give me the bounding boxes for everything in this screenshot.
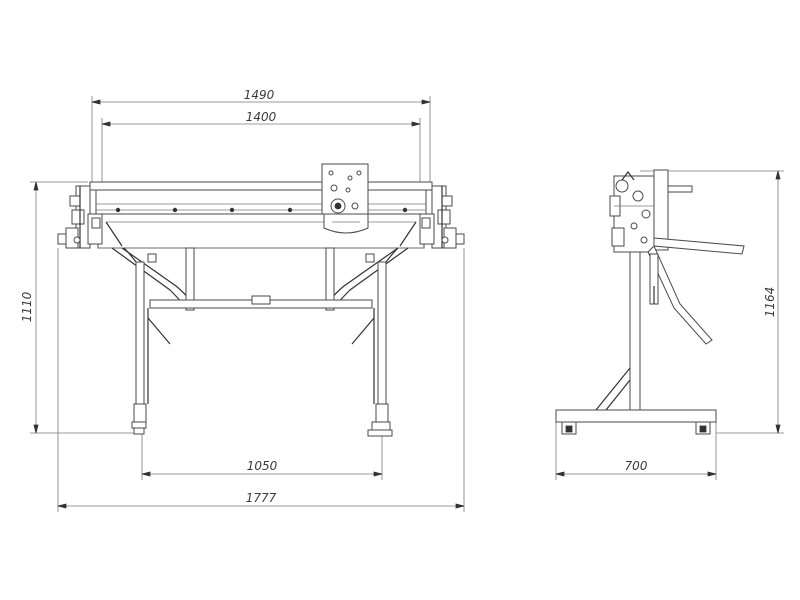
dim-label-1777: 1777 bbox=[246, 491, 277, 505]
dimension-700: 700 bbox=[555, 420, 717, 480]
side-base bbox=[555, 409, 717, 423]
dim-label-1110: 1110 bbox=[20, 291, 34, 322]
dimension-1777: 1777 bbox=[57, 248, 465, 512]
dimension-1400: 1400 bbox=[101, 110, 421, 182]
side-handle bbox=[647, 237, 745, 345]
front-frame bbox=[111, 247, 409, 437]
dim-label-1050: 1050 bbox=[247, 459, 278, 473]
right-end-mechanism bbox=[419, 185, 465, 249]
dimension-1164: 1164 bbox=[640, 170, 784, 434]
dim-label-1490: 1490 bbox=[244, 88, 275, 102]
dimension-1490: 1490 bbox=[91, 88, 431, 185]
side-view bbox=[555, 169, 745, 435]
front-view bbox=[57, 163, 465, 437]
side-head bbox=[609, 169, 693, 253]
dimension-1110: 1110 bbox=[20, 181, 140, 434]
dimension-1050: 1050 bbox=[141, 432, 383, 480]
left-end-mechanism bbox=[57, 185, 103, 249]
dim-label-1400: 1400 bbox=[246, 110, 277, 124]
dim-label-1164: 1164 bbox=[763, 287, 777, 318]
dim-label-700: 700 bbox=[625, 459, 648, 473]
cutting-head bbox=[321, 163, 369, 234]
